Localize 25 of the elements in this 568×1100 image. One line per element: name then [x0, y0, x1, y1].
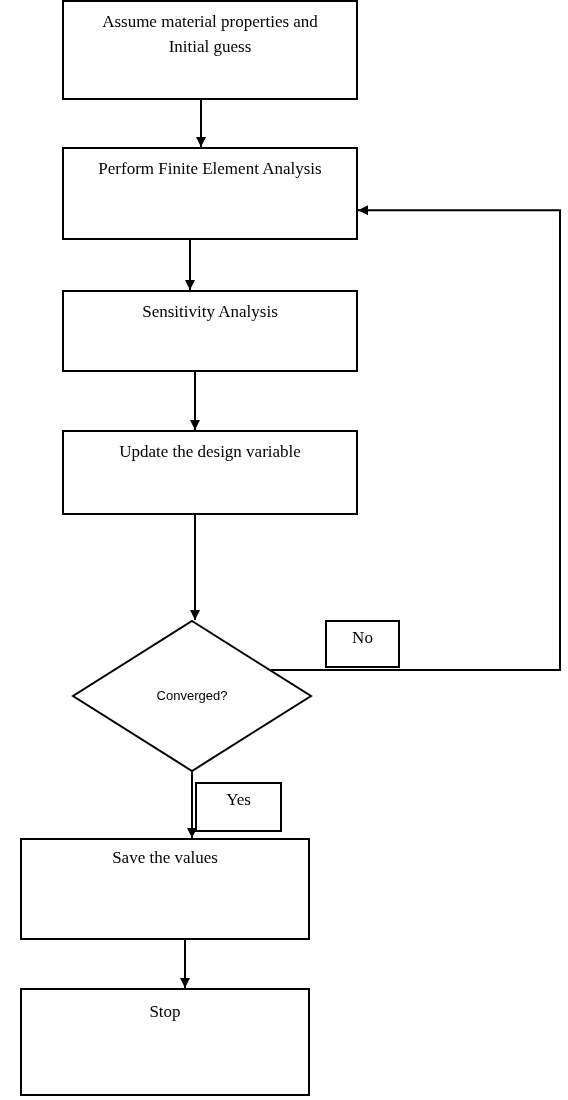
node-label: No: [352, 627, 373, 649]
node-label: Update the design variable: [118, 441, 302, 463]
process-box: [195, 782, 282, 832]
process-box: [20, 838, 310, 940]
node-label: Perform Finite Element Analysis: [97, 158, 323, 180]
node-label: Sensitivity Analysis: [141, 301, 279, 323]
process-box: [62, 0, 358, 100]
node-label: Save the values: [112, 847, 218, 869]
node-label: Stop: [149, 1001, 181, 1023]
arrow: [187, 771, 197, 839]
arrow: [196, 99, 206, 148]
decision-diamond: [72, 620, 312, 772]
process-box: [62, 290, 358, 372]
process-box: [62, 147, 358, 240]
node-label: Converged?: [155, 686, 229, 705]
process-box: [325, 620, 400, 668]
node-label: Assume material properties and Initial guess: [101, 11, 319, 58]
node-label: Yes: [226, 789, 251, 811]
arrow: [185, 239, 195, 291]
arrow: [180, 939, 190, 989]
process-box: [20, 988, 310, 1096]
process-box: [62, 430, 358, 515]
arrow: [269, 205, 561, 671]
arrow: [190, 514, 200, 621]
arrow: [190, 371, 200, 431]
